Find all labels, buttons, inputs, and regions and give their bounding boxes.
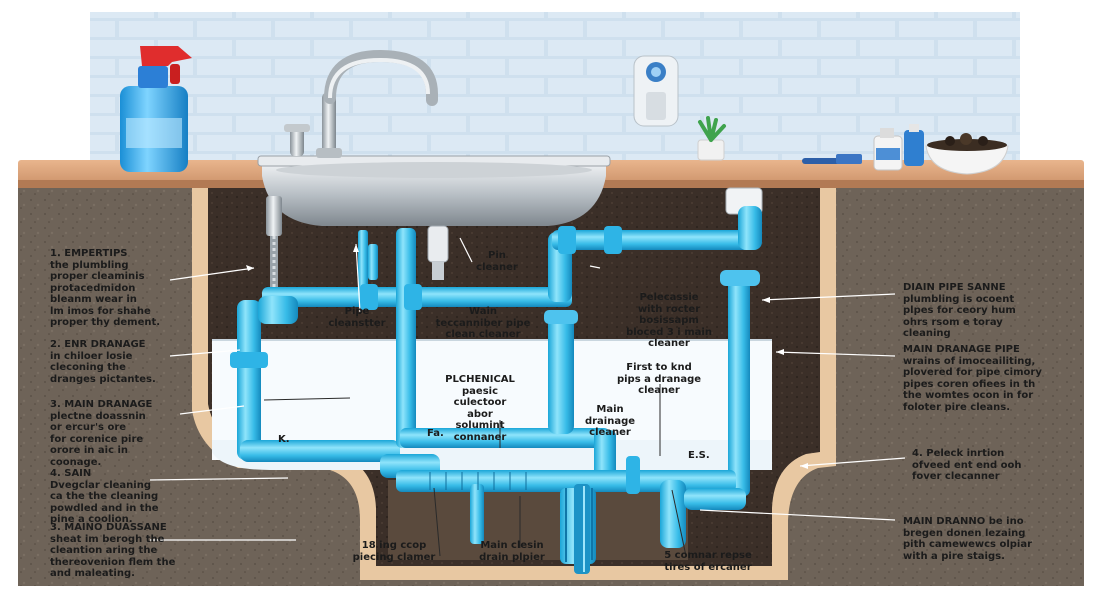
label-right-4: MAIN DRANNO be ino bregen donen lezaing … [903, 516, 1033, 562]
faucet [284, 49, 438, 158]
leader-lines-dark [263, 384, 687, 557]
label-pin-cleaner: Pin cleaner [476, 250, 518, 273]
sink-bowl-opening [276, 162, 592, 178]
label-first: First to knd pips a dranage cleaner [616, 362, 702, 396]
potted-plant [697, 116, 726, 161]
pipe-detail [429, 472, 527, 490]
label-wain-cleaner: Wain teccanniber pipe clean cleaner [435, 306, 531, 340]
label-left-4: 4. SAIN Dvegclar cleaning ca the the cle… [50, 468, 159, 525]
label-chemical: PLCHENICAL paesic culectoor abor solumin… [445, 374, 515, 443]
wall-dispenser [633, 55, 679, 127]
label-pelecassie: Pelecassie with rocter bosissapm bloced … [626, 292, 712, 349]
label-right-2: MAIN DRANAGE PIPE wrains of imoceailitin… [903, 344, 1042, 413]
label-left-1: 1. EMPERTIPS the plumbling proper cleami… [50, 248, 161, 328]
arrow-heads [246, 244, 808, 469]
label-bottom-3: 5 comnar repse tires of ercaner [664, 550, 752, 573]
pipe-network [230, 206, 762, 574]
label-right-3: 4. Peleck inrtion ofveed ent end ooh fov… [912, 448, 1022, 482]
label-bottom-2: Main clesin drain plpier [479, 540, 545, 563]
tailpiece-white [427, 225, 449, 280]
bowl-of-pods [925, 133, 1009, 175]
label-es: E.S. [688, 450, 710, 461]
leader-lines [149, 237, 906, 541]
label-main-drainage-cleaner: Main drainage cleaner [584, 404, 636, 438]
label-bottom-1: 18 ing ccop piecing clamer [352, 540, 436, 563]
tile-backsplash [90, 12, 1020, 162]
spray-bottle [120, 46, 192, 172]
label-k: K. [278, 434, 290, 445]
label-left-5: 3. MAINO DUASSANE sheat im berogh the cl… [50, 522, 176, 579]
detergent-bottles [873, 124, 924, 171]
sink-basin [262, 162, 606, 226]
label-fa: Fa. [427, 428, 444, 439]
label-pipe-cleanster: Pipe cleanstter [328, 306, 386, 329]
scrub-brush [802, 154, 862, 164]
label-left-3: 3. MAIN DRANAGE plectne doassnin or ercu… [50, 399, 153, 468]
label-right-1: DIAIN PIPE SANNE plumbling is ocoent plp… [903, 282, 1016, 339]
label-left-2: 2. ENR DRANAGE in chiloer losie cleconin… [50, 339, 156, 385]
